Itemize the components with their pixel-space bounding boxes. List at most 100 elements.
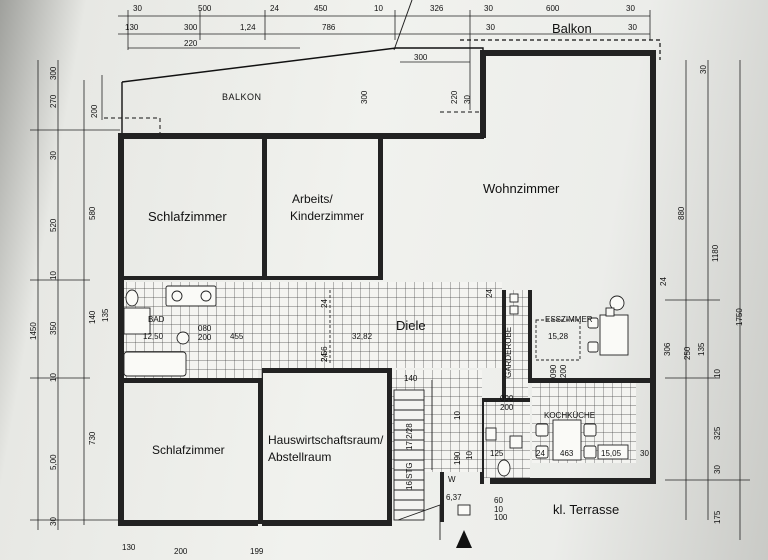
wc-window	[457, 504, 471, 516]
svg-text:30: 30	[486, 23, 495, 32]
svg-text:24: 24	[536, 449, 545, 458]
dimension-lines-sides	[30, 60, 750, 540]
svg-text:140: 140	[88, 310, 97, 324]
svg-text:24: 24	[659, 277, 668, 286]
svg-text:30: 30	[49, 151, 58, 160]
dining-table	[599, 314, 629, 356]
sink-2	[200, 290, 212, 302]
svg-text:200: 200	[174, 547, 188, 556]
svg-text:30: 30	[49, 517, 58, 526]
svg-text:135: 135	[697, 342, 706, 356]
svg-text:300: 300	[49, 66, 58, 80]
dimension-lines-top	[118, 0, 651, 110]
right-dimensions: 30 880 24 306 30 1180 250 135 10 325 175…	[659, 65, 744, 524]
room-arbeits-line2: Kinderzimmer	[290, 209, 364, 223]
svg-text:786: 786	[322, 23, 336, 32]
svg-text:24: 24	[485, 289, 494, 298]
entrance-arrow	[456, 530, 472, 548]
svg-text:30: 30	[484, 4, 493, 13]
svg-text:175: 175	[713, 510, 722, 524]
svg-text:1750: 1750	[735, 308, 744, 326]
room-wohnzimmer: Wohnzimmer	[483, 181, 560, 196]
svg-text:125: 125	[490, 449, 504, 458]
svg-text:10: 10	[374, 4, 383, 13]
svg-text:10: 10	[453, 411, 462, 420]
svg-text:2,56: 2,56	[320, 346, 329, 362]
svg-text:130: 130	[122, 543, 136, 552]
kitchen-table	[552, 419, 582, 461]
svg-text:199: 199	[250, 547, 264, 556]
svg-text:30: 30	[626, 4, 635, 13]
area-esszimmer: 15,28	[548, 332, 569, 341]
bathtub	[123, 351, 187, 377]
svg-text:880: 880	[677, 206, 686, 220]
room-arbeits-line1: Arbeits/	[292, 192, 333, 206]
svg-text:090: 090	[549, 364, 558, 378]
svg-text:5,00: 5,00	[49, 454, 58, 470]
svg-text:270: 270	[49, 94, 58, 108]
room-schlafzimmer-2: Schlafzimmer	[152, 443, 225, 457]
svg-text:100: 100	[494, 513, 508, 522]
left-dimensions: 1450 300 30 580 10 350 10 730 30 270 520…	[29, 66, 110, 526]
area-diele: 32,82	[352, 332, 373, 341]
bottom-dimensions: 130 200 199	[122, 543, 264, 556]
svg-text:500: 500	[198, 4, 212, 13]
shower	[123, 307, 151, 335]
svg-text:325: 325	[713, 426, 722, 440]
svg-text:10: 10	[49, 373, 58, 382]
svg-text:455: 455	[230, 332, 244, 341]
svg-text:200: 200	[90, 104, 99, 118]
toilet-wc	[497, 459, 511, 477]
svg-text:220: 220	[450, 90, 459, 104]
svg-text:1,24: 1,24	[240, 23, 256, 32]
svg-text:10: 10	[49, 271, 58, 280]
top-dimensions: 30 500 24 450 10 326 30 600 30 130 300 1…	[125, 4, 637, 104]
room-wc: W	[448, 475, 456, 484]
svg-text:30: 30	[640, 449, 649, 458]
svg-text:10: 10	[494, 505, 503, 514]
svg-text:200: 200	[559, 364, 568, 378]
svg-text:450: 450	[314, 4, 328, 13]
room-schlafzimmer-1: Schlafzimmer	[148, 209, 227, 224]
dining-chair	[609, 295, 625, 311]
room-kochkueche: KOCHKÜCHE	[544, 411, 595, 420]
svg-text:60: 60	[494, 496, 503, 505]
area-kueche: 15,05	[601, 449, 622, 458]
svg-text:090: 090	[500, 394, 514, 403]
svg-text:16 STG: 16 STG	[405, 462, 414, 490]
svg-text:220: 220	[184, 39, 198, 48]
svg-text:463: 463	[560, 449, 574, 458]
svg-text:30: 30	[713, 465, 722, 474]
svg-text:135: 135	[101, 308, 110, 322]
svg-text:30: 30	[463, 95, 472, 104]
svg-text:24: 24	[320, 353, 329, 362]
svg-text:350: 350	[49, 321, 58, 335]
svg-text:326: 326	[430, 4, 444, 13]
svg-text:30: 30	[133, 4, 142, 13]
room-esszimmer: ESSZIMMER	[545, 315, 593, 324]
svg-text:520: 520	[49, 218, 58, 232]
toilet-bad	[125, 289, 139, 307]
svg-text:130: 130	[125, 23, 139, 32]
svg-text:140: 140	[404, 374, 418, 383]
svg-text:24: 24	[270, 4, 279, 13]
sink-1	[171, 290, 183, 302]
svg-text:200: 200	[198, 333, 212, 342]
svg-text:306: 306	[663, 342, 672, 356]
svg-text:30: 30	[699, 65, 708, 74]
svg-text:600: 600	[546, 4, 560, 13]
room-terrasse: kl. Terrasse	[553, 502, 619, 517]
room-garderobe: GARDEROBE	[504, 327, 513, 378]
balkon-top-label: Balkon	[552, 21, 592, 36]
svg-text:580: 580	[88, 206, 97, 220]
room-bad: BAD	[148, 315, 165, 324]
svg-text:250: 250	[683, 346, 692, 360]
svg-text:1180: 1180	[711, 244, 720, 262]
svg-text:080: 080	[198, 324, 212, 333]
area-bad: 12,50	[143, 332, 164, 341]
bidet	[176, 331, 190, 345]
svg-text:30: 30	[628, 23, 637, 32]
room-hwr-line2: Abstellraum	[268, 450, 331, 464]
